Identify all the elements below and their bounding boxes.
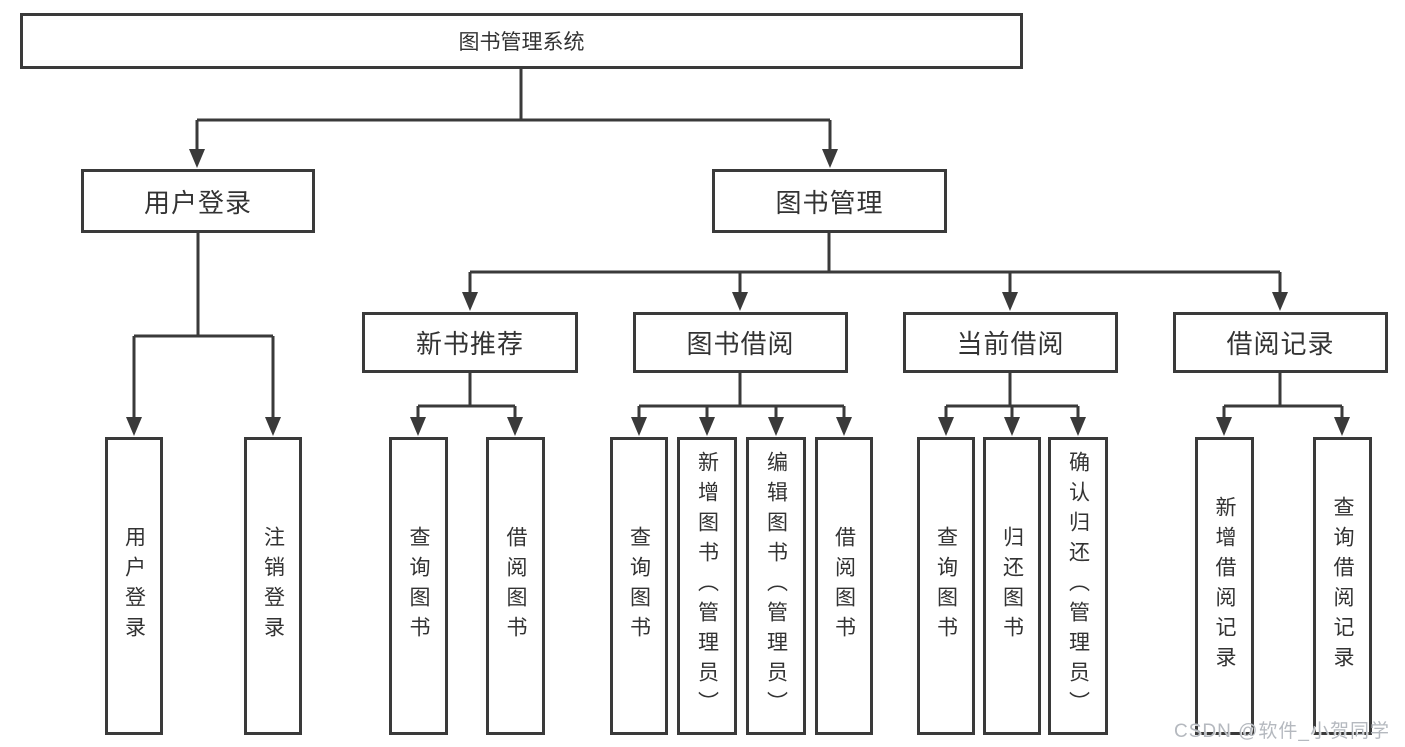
arrow-down-icon (631, 417, 647, 436)
node-library-management-system: 图书管理系统 (20, 13, 1023, 69)
arrow-down-icon (1002, 292, 1018, 311)
leaf-query-books-recommend: 查询图书 (389, 437, 448, 735)
leaf-logout-login: 注销登录 (244, 437, 302, 735)
leaf-confirm-return-admin: 确认归还（管理员） (1048, 437, 1108, 735)
leaf-label: 查询借阅记录 (1331, 496, 1354, 676)
leaf-label: 查询图书 (934, 526, 958, 646)
leaf-label: 借阅图书 (832, 526, 856, 646)
leaf-query-books-current: 查询图书 (917, 437, 975, 735)
leaf-label: 借阅图书 (504, 526, 527, 646)
node-current-borrowing: 当前借阅 (903, 312, 1118, 373)
arrow-down-icon (1216, 417, 1232, 436)
arrow-down-icon (1070, 417, 1086, 436)
arrow-down-icon (410, 417, 426, 436)
leaf-label: 新增借阅记录 (1213, 496, 1236, 676)
arrow-down-icon (265, 417, 281, 436)
arrow-down-icon (507, 417, 523, 436)
arrow-down-icon (1334, 417, 1350, 436)
leaf-label: 查询图书 (627, 526, 651, 646)
leaf-label: 注销登录 (261, 526, 285, 646)
arrow-down-icon (462, 292, 478, 311)
node-borrowing-records: 借阅记录 (1173, 312, 1388, 373)
leaf-query-borrow-record: 查询借阅记录 (1313, 437, 1372, 735)
leaf-user-login: 用户登录 (105, 437, 163, 735)
leaf-edit-book-admin: 编辑图书（管理员） (746, 437, 806, 735)
node-user-login: 用户登录 (81, 169, 315, 233)
arrow-down-icon (938, 417, 954, 436)
leaf-borrow-books: 借阅图书 (815, 437, 873, 735)
leaf-label: 用户登录 (122, 526, 146, 646)
leaf-return-books: 归还图书 (983, 437, 1041, 735)
node-book-management: 图书管理 (712, 169, 947, 233)
node-new-book-recommend: 新书推荐 (362, 312, 578, 373)
arrow-down-icon (126, 417, 142, 436)
leaf-label: 查询图书 (407, 526, 430, 646)
arrow-down-icon (699, 417, 715, 436)
leaf-add-borrow-record: 新增借阅记录 (1195, 437, 1254, 735)
leaf-label: 编辑图书（管理员） (764, 451, 788, 721)
leaf-query-books-borrowing: 查询图书 (610, 437, 668, 735)
arrow-down-icon (768, 417, 784, 436)
arrow-down-icon (1004, 417, 1020, 436)
leaf-label: 确认归还（管理员） (1066, 451, 1090, 721)
arrow-down-icon (822, 149, 838, 168)
leaf-add-book-admin: 新增图书（管理员） (677, 437, 737, 735)
arrow-down-icon (189, 149, 205, 168)
arrow-down-icon (1272, 292, 1288, 311)
arrow-down-icon (836, 417, 852, 436)
leaf-label: 新增图书（管理员） (695, 451, 719, 721)
leaf-borrow-books-recommend: 借阅图书 (486, 437, 545, 735)
csdn-watermark: CSDN @软件_小贺同学 (1174, 721, 1390, 742)
arrow-down-icon (732, 292, 748, 311)
node-book-borrowing: 图书借阅 (633, 312, 848, 373)
leaf-label: 归还图书 (1000, 526, 1024, 646)
